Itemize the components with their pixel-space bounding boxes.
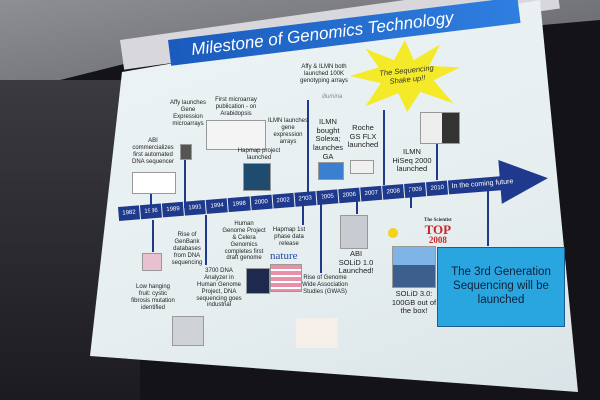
label-genbank: Rise of GenBank databases from DNA seque… bbox=[171, 232, 203, 266]
label-solid-1: ABI SOLiD 1.0 Launched! bbox=[338, 249, 374, 276]
publication-image bbox=[206, 120, 266, 150]
label-solid-3: SOLiD 3.0: 100GB out of the box! bbox=[391, 289, 437, 316]
timeline-year: 2000 bbox=[250, 194, 273, 211]
nature-cover-image bbox=[270, 264, 302, 292]
affy-chip-image bbox=[180, 144, 192, 160]
label-first-microarray: First microarray publication - on Arabid… bbox=[215, 97, 257, 117]
label-cystic-fibrosis: Low hanging fruit: cystic fibrosis mutat… bbox=[131, 284, 175, 311]
timeline-year: 2002 bbox=[272, 192, 295, 209]
connector-line bbox=[302, 198, 304, 225]
hiseq-image bbox=[420, 112, 460, 144]
label-abi-sequencer: ABI commercializes first automated DNA s… bbox=[131, 138, 175, 165]
top-word: TOP bbox=[424, 222, 452, 237]
label-affy-ilmn-genotyping: Affy & ILMN both launched 100K genotypin… bbox=[300, 64, 348, 84]
timeline-year: 2007 bbox=[360, 185, 383, 202]
roche-sequencer-image bbox=[350, 160, 374, 174]
timeline-year: 1991 bbox=[184, 199, 207, 216]
connector-line bbox=[307, 100, 309, 195]
nature-journal-logo: nature bbox=[270, 250, 298, 262]
third-generation-box: The 3rd Generation Sequencing will be la… bbox=[437, 247, 565, 327]
award-badge-icon bbox=[388, 228, 398, 238]
genome-image bbox=[246, 268, 270, 294]
label-roche-gs-flx: Roche GS FLX launched bbox=[347, 123, 379, 150]
timeline-year: 2009 bbox=[404, 182, 427, 198]
timeline-year: 1998 bbox=[228, 196, 251, 213]
timeline-year: 2008 bbox=[382, 184, 405, 200]
label-3700-analyzer: 3700 DNA Analyzer in Human Genome Projec… bbox=[196, 268, 242, 309]
sequencer-trace-image bbox=[132, 172, 176, 194]
timeline-year: 1989 bbox=[162, 201, 185, 218]
genome-analyzer-image bbox=[318, 162, 344, 180]
world-map-image bbox=[243, 163, 271, 191]
label-gwas: Rise of Genome Wide Association Studies … bbox=[302, 275, 348, 295]
top-year: 2008 bbox=[428, 235, 447, 245]
label-ilmn-gene-expression: ILMN launches gene expression arrays bbox=[267, 118, 309, 145]
abi-3700-image bbox=[172, 316, 204, 346]
top-brand: The Scientist bbox=[424, 218, 452, 223]
label-human-genome: Human Genome Project & Celera Genomics c… bbox=[222, 221, 266, 262]
connector-line bbox=[436, 142, 438, 180]
label-hapmap-launched: Hapmap project launched bbox=[237, 148, 281, 161]
timeline-year: 1994 bbox=[206, 198, 229, 214]
illumina-logo: illumina bbox=[322, 94, 343, 100]
connector-line bbox=[152, 220, 154, 252]
timeline-year: 1982 bbox=[118, 205, 141, 221]
connector-line bbox=[487, 188, 489, 246]
timeline-year: 2010 bbox=[426, 180, 449, 197]
label-affy-gene-expression: Affy launches Gene Expression microarray… bbox=[170, 100, 206, 127]
connector-line bbox=[320, 195, 322, 273]
connector-line bbox=[205, 215, 207, 265]
connector-line bbox=[356, 192, 358, 214]
connector-line bbox=[383, 110, 385, 185]
label-hiseq-2000: ILMN HiSeq 2000 launched bbox=[392, 147, 432, 174]
solid-1-image bbox=[340, 215, 368, 249]
timeline-year: 2003 bbox=[294, 191, 317, 207]
label-hapmap-phase1: Hapmap 1st phase data release bbox=[272, 227, 306, 247]
top-innovations-logo: The Scientist TOP 2008 bbox=[424, 218, 452, 245]
cftr-image bbox=[142, 253, 162, 271]
label-ilmn-solexa: ILMN bought Solexa; launches GA bbox=[312, 117, 344, 161]
connector-line bbox=[184, 158, 186, 208]
solid-3-image bbox=[392, 246, 436, 288]
connector-line bbox=[150, 192, 152, 212]
connector-line bbox=[410, 188, 412, 208]
gwas-image bbox=[296, 318, 338, 348]
